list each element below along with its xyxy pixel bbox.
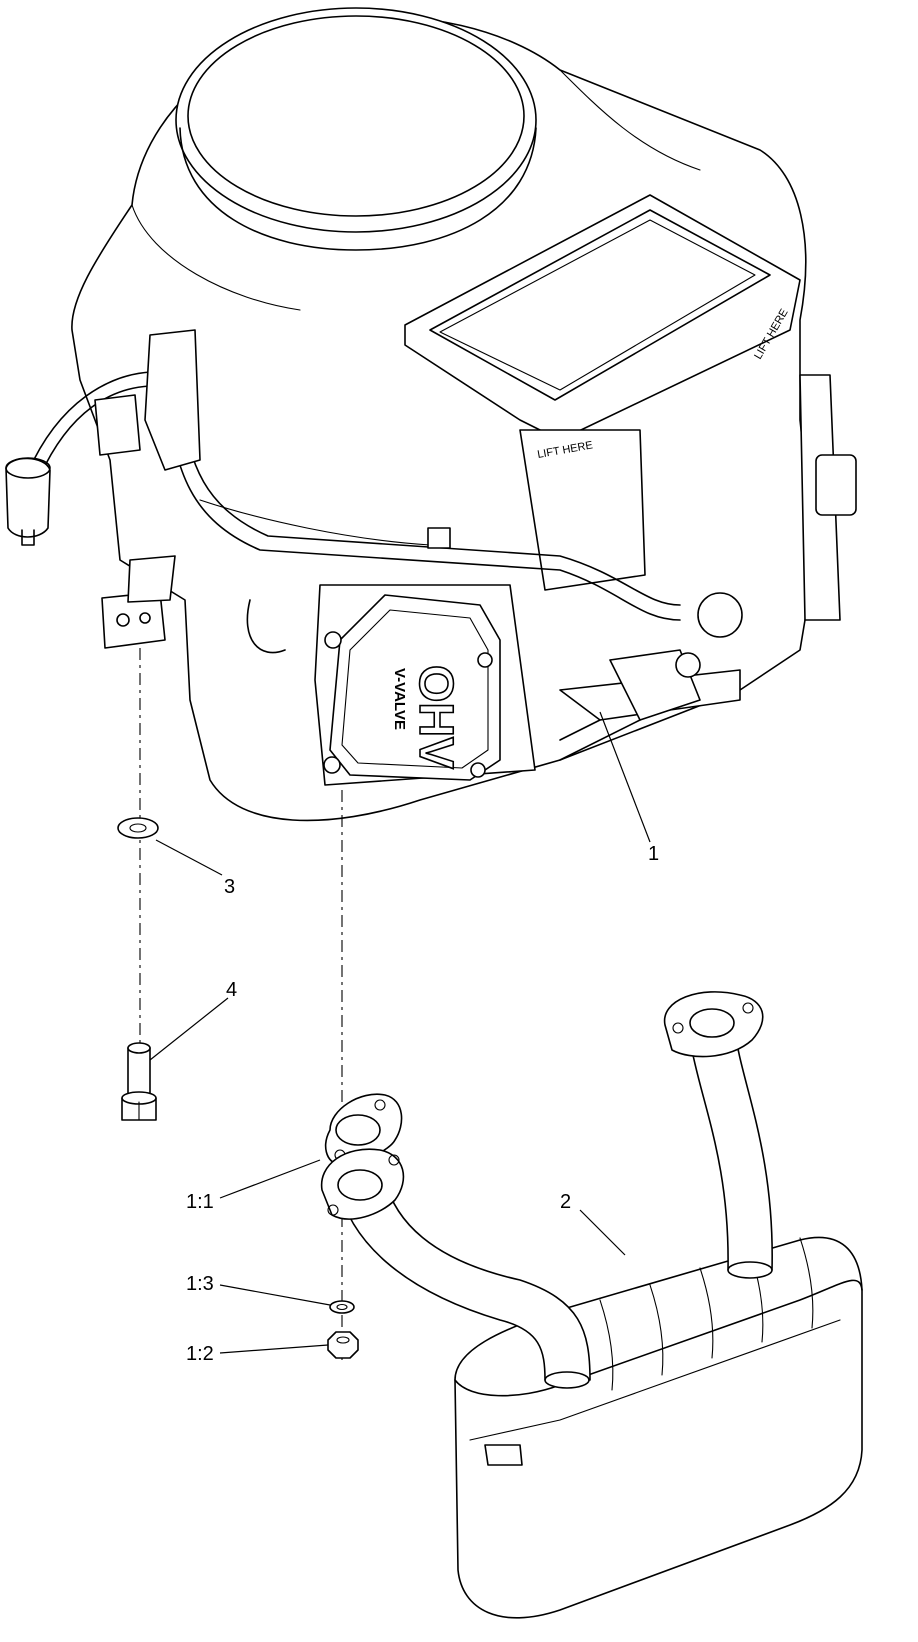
flywheel-cap	[175, 7, 537, 233]
callout-2: 2	[560, 1191, 571, 1213]
leader-4	[149, 997, 229, 1061]
callout-4: 4	[226, 979, 237, 1001]
v-valve-label: V-VALVE	[391, 668, 408, 730]
callout-1-1: 1:1	[186, 1191, 214, 1213]
lock-washer-1-3	[329, 1300, 355, 1314]
nut-1-2	[327, 1331, 359, 1359]
left-mount-bracket	[94, 329, 201, 649]
ohv-label: OHV	[409, 665, 462, 769]
bolt-4	[121, 1042, 157, 1121]
control-bracket	[559, 374, 857, 761]
callout-3: 3	[224, 876, 235, 898]
callout-1-2: 1:2	[186, 1343, 214, 1365]
leader-2	[579, 1209, 626, 1256]
washer-3	[117, 817, 159, 839]
fuel-filter	[5, 457, 51, 546]
leader-1-3	[219, 1284, 331, 1306]
callout-1: 1	[648, 843, 659, 865]
leader-1	[599, 711, 651, 843]
engine-assembly: LIFT HERE LIFT HERE OHV V-VALVE	[5, 7, 857, 822]
leader-1-2	[219, 1344, 329, 1354]
muffler-2	[320, 991, 863, 1619]
leader-3	[155, 839, 223, 876]
leader-1-1	[219, 1159, 321, 1199]
valve-cover: OHV V-VALVE	[314, 584, 536, 786]
callout-1-3: 1:3	[186, 1273, 214, 1295]
fuel-line	[27, 371, 681, 654]
